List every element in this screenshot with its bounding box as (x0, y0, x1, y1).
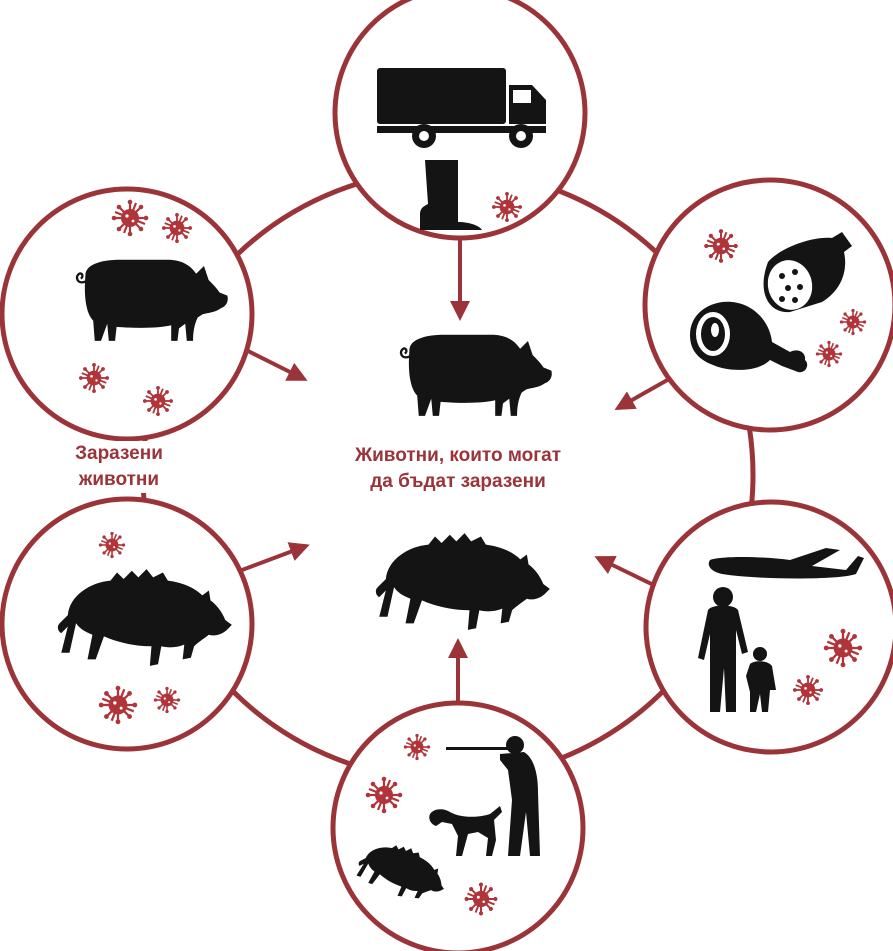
susceptible-animals-label-line1: Животни, които могат (354, 445, 562, 466)
arrow-from-infected-boar (233, 542, 310, 575)
adult-with-child-icon (698, 587, 776, 712)
sausage-icon (763, 232, 852, 313)
meat-products-node (642, 177, 893, 433)
infected-animals-label-line2: животни (78, 469, 160, 490)
wild-boar-icon (375, 533, 550, 630)
airplane-icon (708, 548, 864, 579)
susceptible-animals-label-line2: да бъдат заразени (370, 471, 546, 492)
rubber-boot-icon (420, 160, 482, 230)
infected-animals-label-line1: Заразени (75, 443, 163, 464)
hunter-icon (446, 736, 540, 856)
dog-icon (429, 806, 502, 856)
ham-icon (690, 301, 808, 373)
infected-animals-label: Заразени животни (44, 441, 194, 493)
susceptible-animals-label: Животни, които могат да бъдат заразени (318, 443, 598, 495)
pig-icon (399, 333, 553, 418)
truck-icon (377, 68, 546, 148)
travelers-node (643, 499, 893, 755)
